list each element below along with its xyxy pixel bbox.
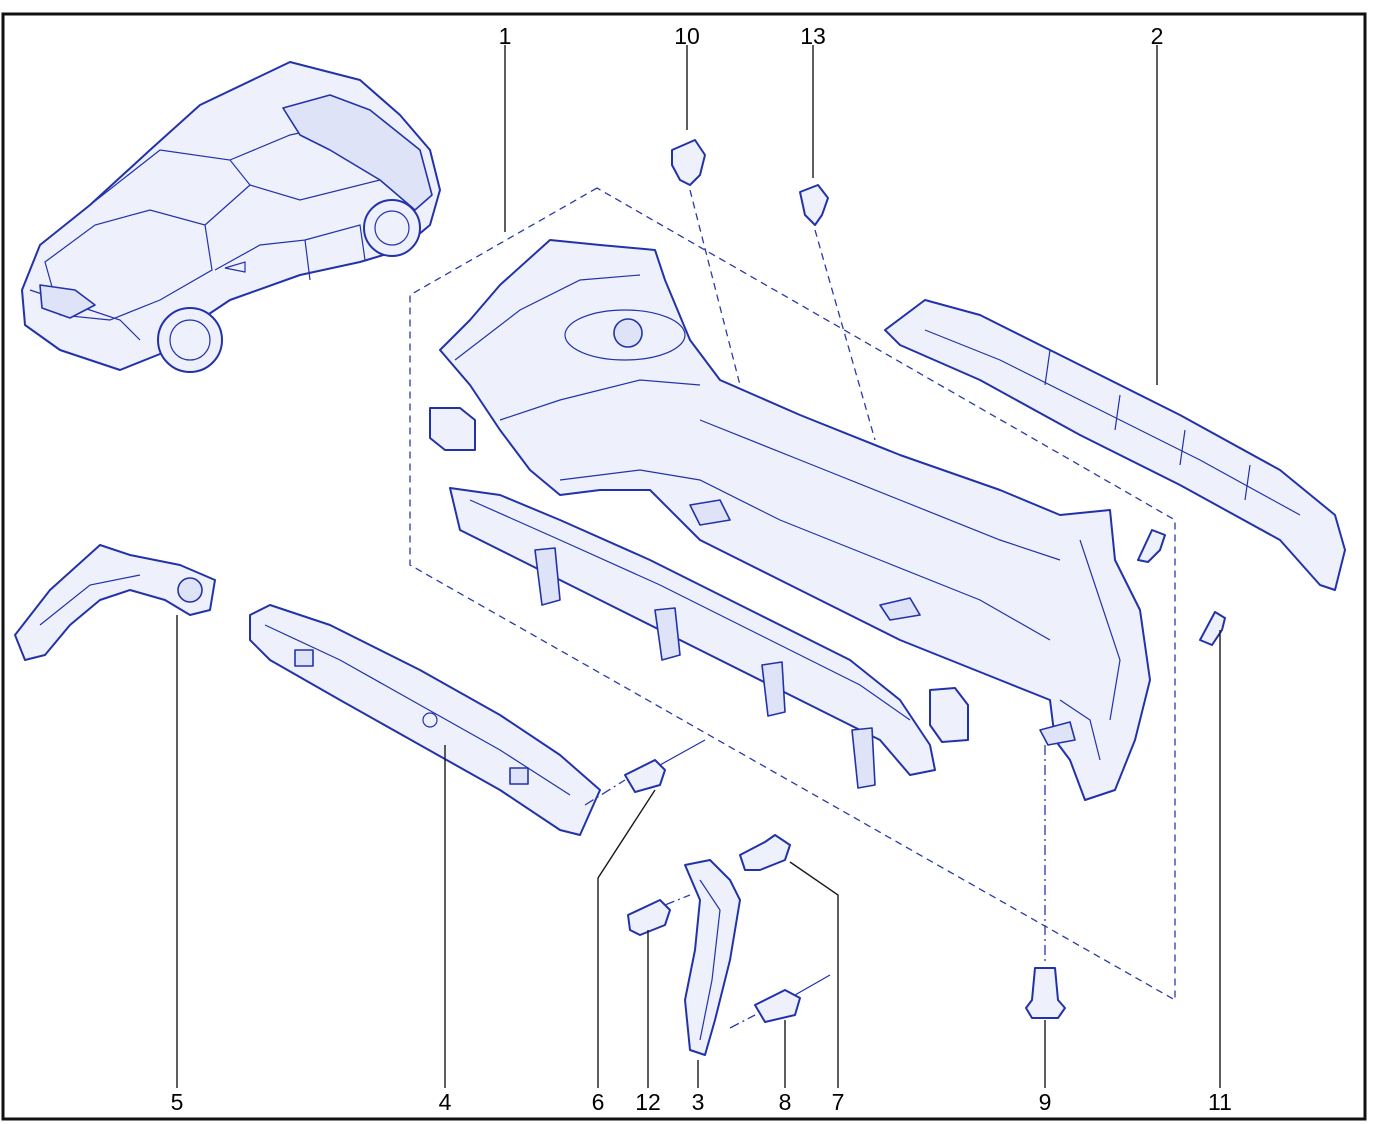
part-13-clip [799, 184, 829, 226]
callout-11: 11 [1208, 1089, 1232, 1115]
fitting-path-12 [664, 894, 691, 906]
fitting-path-8 [729, 1014, 756, 1029]
diagram-border [1, 12, 1367, 1121]
callout-10: 10 [674, 23, 700, 49]
leader-lines [176, 45, 1221, 1088]
part-2-lower-diffuser-trim [884, 299, 1346, 591]
part-5-side-bracket [14, 544, 216, 661]
callout-labels: 1 10 13 2 5 4 6 12 3 8 7 9 11 [171, 23, 1232, 1115]
callout-2: 2 [1151, 23, 1164, 49]
fitting-path-6 [584, 779, 626, 806]
callout-5: 5 [171, 1089, 184, 1115]
fitting-path-13 [814, 229, 876, 441]
part-7-screw [739, 834, 791, 871]
bumper-impact-beam [449, 487, 936, 789]
part-1-bumper-cover [439, 239, 1151, 801]
vehicle-overview-illustration [21, 61, 441, 373]
callout-12: 12 [635, 1089, 661, 1115]
callout-9: 9 [1039, 1089, 1052, 1115]
fitting-path-10 [689, 189, 741, 386]
callout-1: 1 [499, 23, 512, 49]
callout-7: 7 [832, 1089, 845, 1115]
part-11-spring-clip [1137, 529, 1226, 646]
part-8-rivet [754, 974, 831, 1023]
callout-8: 8 [779, 1089, 792, 1115]
callout-4: 4 [439, 1089, 452, 1115]
callout-6: 6 [592, 1089, 605, 1115]
part-10-clip [671, 139, 706, 186]
assembly-outline [409, 187, 1176, 1002]
callout-3: 3 [692, 1089, 705, 1115]
part-4-reinforcement-beam [249, 604, 601, 836]
part-3-lower-bracket [684, 859, 741, 1056]
part-12-bolt [627, 899, 671, 936]
part-9-bolt [1025, 967, 1066, 1019]
part-6-rivet [624, 739, 706, 793]
callout-13: 13 [800, 23, 826, 49]
side-guide-clips [429, 407, 969, 743]
